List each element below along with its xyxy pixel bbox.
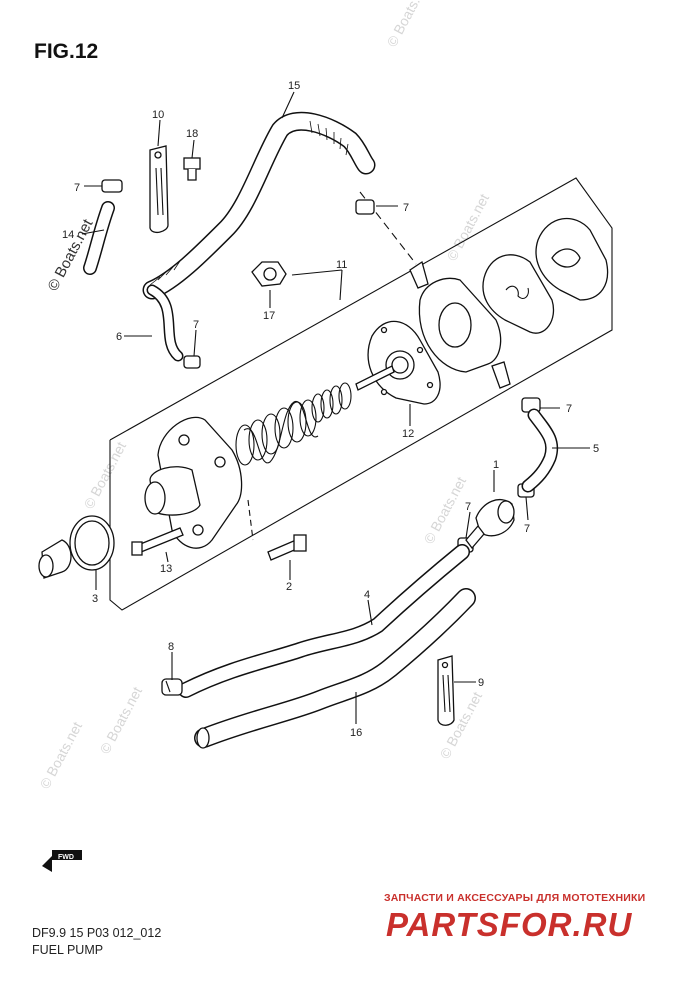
brand-tagline: ЗАПЧАСТИ И АКСЕССУАРЫ ДЛЯ МОТОТЕХНИКИ bbox=[384, 892, 646, 904]
callout-5: 5 bbox=[593, 443, 599, 455]
callout-7: 7 bbox=[566, 403, 572, 415]
screw-13 bbox=[131, 527, 184, 556]
callout-17: 17 bbox=[263, 310, 275, 322]
bolt-guide-line bbox=[247, 499, 254, 541]
bolt-2 bbox=[267, 534, 307, 561]
diaphragm-12 bbox=[355, 320, 441, 405]
hose-16 bbox=[194, 588, 476, 749]
fwd-arrow-icon: FWD bbox=[42, 850, 82, 872]
clip-8 bbox=[161, 678, 183, 696]
hose-6 bbox=[148, 286, 182, 360]
callout-14: 14 bbox=[62, 229, 74, 241]
callout-7: 7 bbox=[74, 182, 80, 194]
callout-1: 1 bbox=[493, 459, 499, 471]
callout-4: 4 bbox=[364, 589, 370, 601]
callout-18: 18 bbox=[186, 128, 198, 140]
spring-large bbox=[235, 399, 319, 466]
watermark: © Boats.net bbox=[444, 191, 493, 263]
spring-small bbox=[311, 382, 352, 423]
callout-10: 10 bbox=[152, 109, 164, 121]
assembly-frame bbox=[109, 177, 613, 611]
callout-15: 15 bbox=[288, 80, 300, 92]
callout-3: 3 bbox=[92, 593, 98, 605]
callout-7: 7 bbox=[193, 319, 199, 331]
callout-2: 2 bbox=[286, 581, 292, 593]
pump-body-13 bbox=[144, 416, 243, 549]
model-code: DF9.9 15 P03 012_012 bbox=[32, 926, 162, 940]
callout-16: 16 bbox=[350, 727, 362, 739]
callout-12: 12 bbox=[402, 428, 414, 440]
callout-11: 11 bbox=[336, 259, 347, 271]
callout-labels: 1 2 3 4 5 6 7 7 7 7 7 7 8 9 10 11 12 13 … bbox=[62, 80, 599, 739]
end-cover bbox=[535, 217, 609, 301]
figure-subtitle: FUEL PUMP bbox=[32, 943, 104, 957]
figure-title: FIG.12 bbox=[34, 40, 99, 63]
callout-7: 7 bbox=[403, 202, 409, 214]
callout-8: 8 bbox=[168, 641, 174, 653]
brand-logo[interactable]: PARTSFOR.RU bbox=[386, 906, 633, 943]
fwd-label: FWD bbox=[58, 854, 74, 861]
watermark: © Boats.net bbox=[384, 0, 433, 49]
hose-4 bbox=[178, 544, 470, 698]
callout-6: 6 bbox=[116, 331, 122, 343]
joint-1 bbox=[465, 499, 515, 550]
bolt-18 bbox=[183, 157, 201, 181]
hose-14 bbox=[83, 201, 115, 275]
leader-lines bbox=[81, 91, 590, 724]
callout-7: 7 bbox=[465, 501, 471, 513]
watermark: © Boats.net bbox=[97, 684, 146, 756]
strap-9 bbox=[437, 655, 455, 726]
hose-15 bbox=[142, 111, 376, 300]
strap-10 bbox=[149, 145, 169, 234]
pump-cover bbox=[409, 260, 511, 389]
hose-5 bbox=[523, 410, 557, 491]
clamp-17 bbox=[251, 261, 287, 287]
callout-9: 9 bbox=[478, 677, 484, 689]
watermark: © Boats.net bbox=[37, 719, 86, 791]
callout-7: 7 bbox=[524, 523, 530, 535]
gasket bbox=[482, 254, 555, 334]
watermark: © Boats.net bbox=[421, 474, 470, 546]
callout-13: 13 bbox=[160, 563, 172, 575]
watermark: © Boats.net bbox=[81, 439, 130, 511]
filter-3 bbox=[38, 515, 115, 579]
